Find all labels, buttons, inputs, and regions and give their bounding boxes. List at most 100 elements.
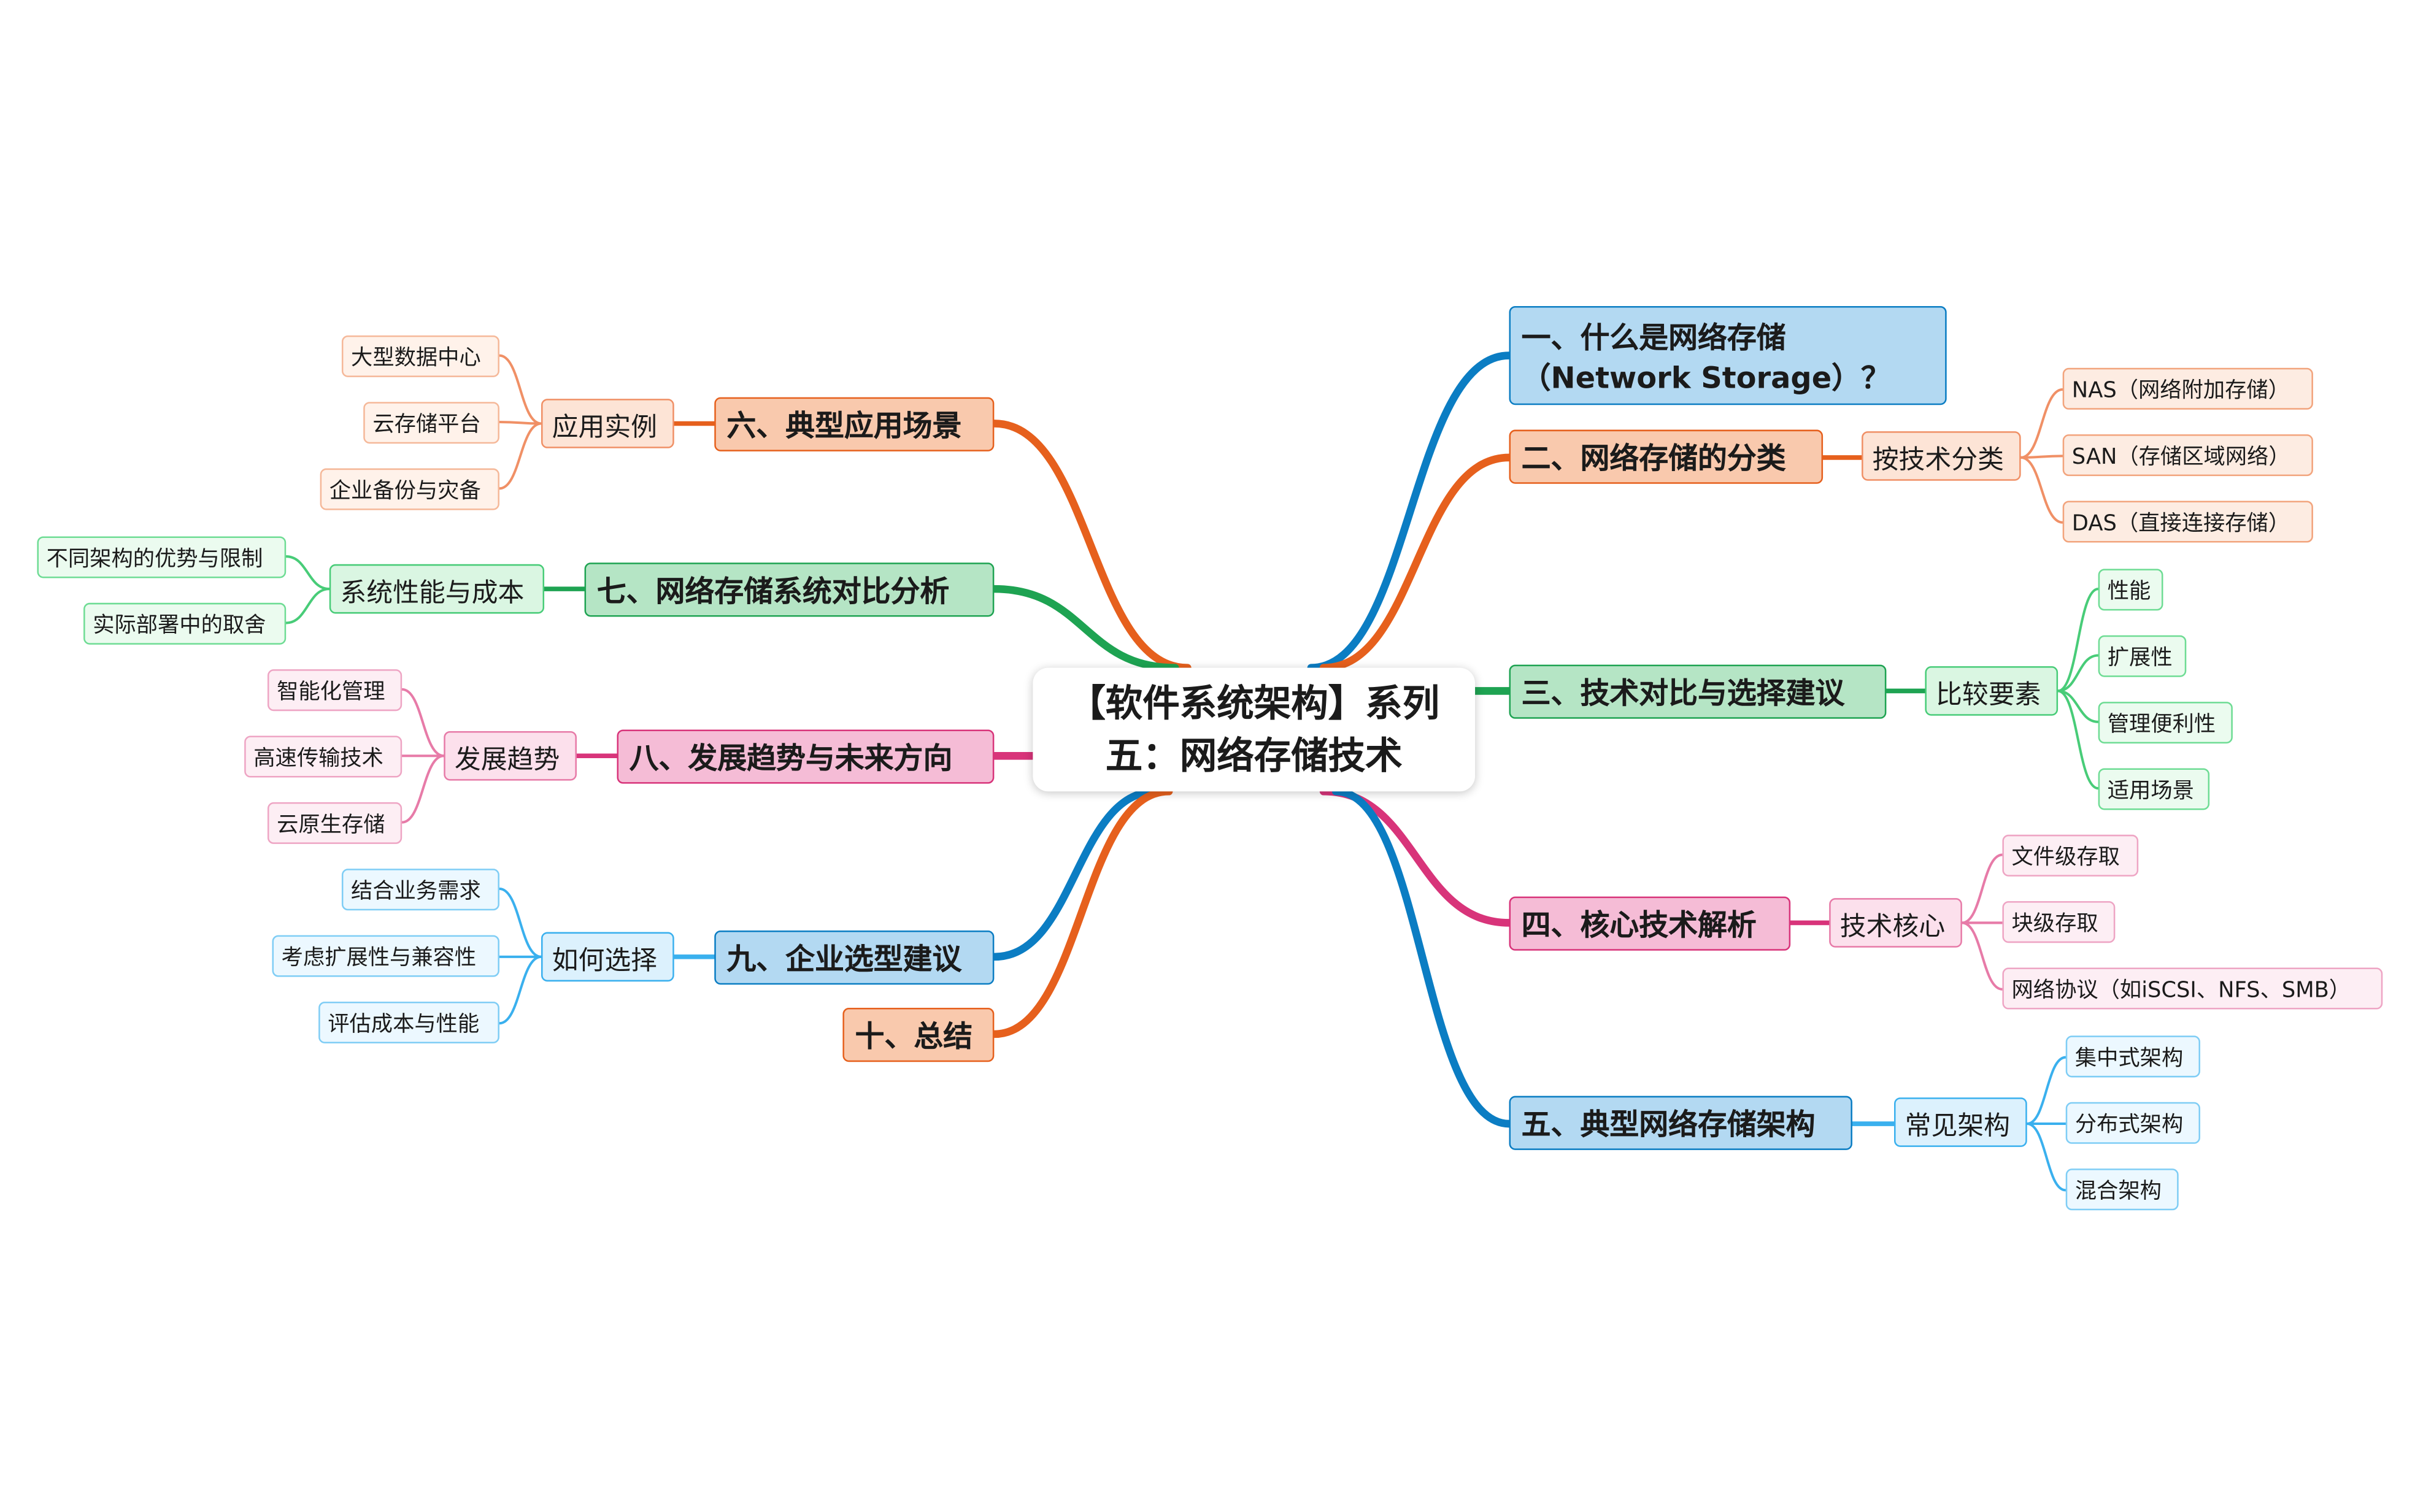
link-sub-9-leaf-0 (498, 887, 543, 958)
topic-5-title: 五、典型网络存储架构 (1521, 1108, 1816, 1143)
subtopic-compare-factors[interactable]: 比较要素 (1925, 666, 2059, 716)
leaf-file-level-label: 文件级存取 (2011, 845, 2120, 870)
leaf-centralized-label: 集中式架构 (2074, 1045, 2184, 1071)
subtopic-how-to-choose[interactable]: 如何选择 (541, 932, 674, 982)
link-root-topic-10 (990, 787, 1173, 1038)
link-sub-8-leaf-2 (401, 754, 445, 824)
leaf-manageability[interactable]: 管理便利性 (2098, 702, 2233, 744)
link-sub-4-leaf-0 (1960, 853, 2004, 924)
leaf-scalability-compat-label: 考虑扩展性与兼容性 (281, 945, 477, 970)
subtopic-4-label: 技术核心 (1839, 911, 1946, 942)
leaf-cloud-native-storage[interactable]: 云原生存储 (267, 802, 402, 844)
topic-enterprise-selection[interactable]: 九、企业选型建议 (714, 931, 995, 985)
leaf-san[interactable]: SAN（存储区域网络） (2062, 434, 2313, 477)
leaf-high-speed-transfer-label: 高速传输技术 (253, 745, 383, 771)
leaf-file-level[interactable]: 文件级存取 (2002, 834, 2139, 877)
leaf-network-protocol[interactable]: 网络协议（如iSCSI、NFS、SMB） (2002, 967, 2383, 1010)
subtopic-7-label: 系统性能与成本 (340, 577, 525, 608)
leaf-das-label: DAS（直接连接存储） (2071, 510, 2290, 536)
leaf-cloud-storage-label: 云存储平台 (372, 412, 481, 437)
subtopic-by-technology[interactable]: 按技术分类 (1862, 431, 2021, 481)
subtopic-trends[interactable]: 发展趋势 (444, 731, 577, 781)
topic-system-comparison[interactable]: 七、网络存储系统对比分析 (584, 562, 995, 617)
leaf-business-needs-label: 结合业务需求 (351, 878, 481, 904)
leaf-hybrid[interactable]: 混合架构 (2065, 1169, 2179, 1211)
leaf-san-label: SAN（存储区域网络） (2071, 444, 2290, 469)
subtopic-performance-cost[interactable]: 系统性能与成本 (329, 564, 545, 614)
topic-future-trends[interactable]: 八、发展趋势与未来方向 (617, 729, 995, 784)
topic-3-title: 三、技术对比与选择建议 (1521, 677, 1845, 712)
leaf-scalability[interactable]: 扩展性 (2098, 635, 2187, 677)
link-sub-5-leaf-2 (2025, 1122, 2067, 1192)
leaf-distributed[interactable]: 分布式架构 (2065, 1102, 2200, 1144)
topic-1-line-2: （Network Storage）？ (1521, 361, 1890, 395)
leaf-use-cases[interactable]: 适用场景 (2098, 768, 2210, 810)
leaf-backup-dr[interactable]: 企业备份与灾备 (320, 468, 499, 510)
topic-comparison-advice[interactable]: 三、技术对比与选择建议 (1509, 664, 1887, 719)
topic-typical-architecture[interactable]: 五、典型网络存储架构 (1509, 1096, 1852, 1150)
leaf-performance[interactable]: 性能 (2098, 569, 2163, 611)
subtopic-tech-core[interactable]: 技术核心 (1829, 898, 1962, 948)
leaf-business-needs[interactable]: 结合业务需求 (341, 869, 499, 911)
leaf-cloud-storage[interactable]: 云存储平台 (363, 402, 499, 444)
link-root-topic-2 (1319, 453, 1513, 672)
leaf-manageability-label: 管理便利性 (2107, 712, 2216, 737)
link-sub-7-leaf-0 (285, 555, 331, 591)
topic-6-title: 六、典型应用场景 (726, 409, 962, 444)
link-root-topic-1 (1307, 351, 1513, 672)
leaf-deployment-tradeoffs[interactable]: 实际部署中的取舍 (83, 602, 287, 645)
leaf-high-speed-transfer[interactable]: 高速传输技术 (244, 735, 402, 778)
leaf-block-level[interactable]: 块级存取 (2002, 901, 2116, 943)
link-sub-7-leaf-1 (285, 588, 331, 624)
leaf-cost-performance[interactable]: 评估成本与性能 (318, 1001, 499, 1043)
link-sub-6-leaf-0 (498, 354, 543, 425)
leaf-data-center[interactable]: 大型数据中心 (341, 335, 499, 377)
leaf-cloud-native-storage-label: 云原生存储 (277, 812, 385, 837)
subtopic-common-architectures[interactable]: 常见架构 (1894, 1097, 2027, 1147)
leaf-nas[interactable]: NAS（网络附加存储） (2062, 367, 2313, 410)
topic-classification[interactable]: 二、网络存储的分类 (1509, 429, 1824, 484)
link-sub-2-leaf-2 (2019, 456, 2064, 524)
leaf-network-protocol-label: 网络协议（如iSCSI、NFS、SMB） (2011, 977, 2351, 1003)
link-sub-3-leaf-1 (2057, 654, 2100, 693)
leaf-cost-performance-label: 评估成本与性能 (328, 1011, 480, 1037)
topic-9-title: 九、企业选型建议 (726, 943, 962, 977)
link-sub-6-leaf-1 (498, 420, 543, 425)
link-sub-4-leaf-2 (1960, 921, 2004, 991)
topic-application-scenarios[interactable]: 六、典型应用场景 (714, 397, 995, 451)
topic-summary[interactable]: 十、总结 (842, 1008, 995, 1062)
root-topic[interactable]: 【软件系统架构】系列五：网络存储技术 (1033, 667, 1476, 792)
link-sub-8-leaf-0 (401, 688, 445, 758)
leaf-arch-pros-cons[interactable]: 不同架构的优势与限制 (37, 536, 287, 578)
leaf-scalability-label: 扩展性 (2107, 645, 2173, 670)
topic-2-title: 二、网络存储的分类 (1521, 442, 1786, 477)
leaf-use-cases-label: 适用场景 (2107, 778, 2194, 804)
subtopic-6-label: 应用实例 (552, 412, 657, 443)
link-sub-3-leaf-0 (2057, 588, 2100, 693)
subtopic-2-label: 按技术分类 (1872, 444, 2004, 475)
link-root-topic-9 (990, 787, 1161, 961)
leaf-intelligent-management[interactable]: 智能化管理 (267, 669, 402, 712)
subtopic-application-examples[interactable]: 应用实例 (541, 399, 674, 448)
subtopic-9-label: 如何选择 (552, 945, 657, 977)
root-title: 【软件系统架构】系列五：网络存储技术 (1068, 681, 1440, 778)
leaf-centralized[interactable]: 集中式架构 (2065, 1035, 2200, 1078)
leaf-das[interactable]: DAS（直接连接存储） (2062, 501, 2313, 543)
subtopic-3-label: 比较要素 (1936, 679, 2041, 710)
leaf-intelligent-management-label: 智能化管理 (277, 679, 385, 704)
link-root-topic-7 (990, 585, 1179, 672)
link-sub-9-leaf-2 (498, 955, 543, 1025)
topic-what-is-network-storage[interactable]: 一、什么是网络存储 （Network Storage）？ (1509, 305, 1947, 405)
leaf-block-level-label: 块级存取 (2011, 911, 2098, 936)
link-sub-2-leaf-1 (2019, 455, 2064, 459)
leaf-distributed-label: 分布式架构 (2074, 1112, 2184, 1137)
leaf-deployment-tradeoffs-label: 实际部署中的取舍 (93, 613, 266, 638)
leaf-backup-dr-label: 企业备份与灾备 (329, 478, 481, 504)
topic-core-tech[interactable]: 四、核心技术解析 (1509, 896, 1791, 951)
leaf-hybrid-label: 混合架构 (2074, 1178, 2162, 1203)
leaf-scalability-compat[interactable]: 考虑扩展性与兼容性 (272, 935, 499, 977)
subtopic-8-label: 发展趋势 (454, 744, 560, 775)
leaf-data-center-label: 大型数据中心 (351, 345, 481, 370)
